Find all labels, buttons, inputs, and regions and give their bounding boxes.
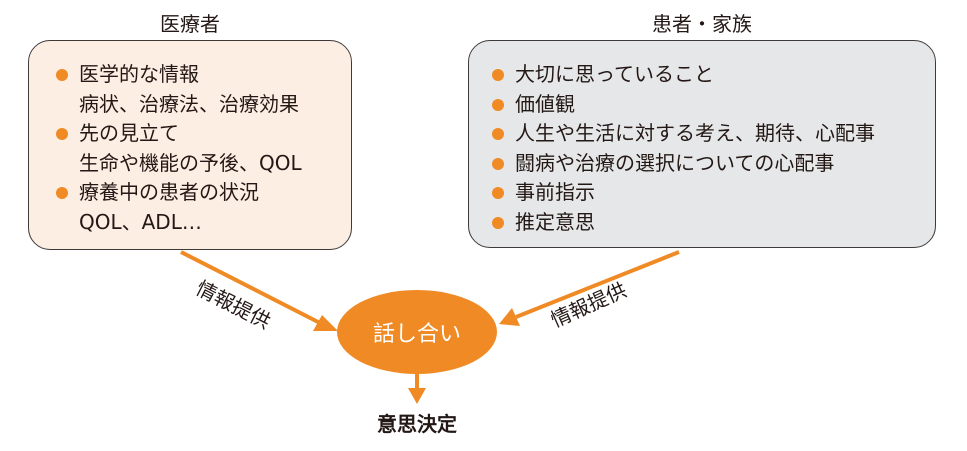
bullet-dot-icon [492,216,504,229]
arrowhead-icon [499,308,520,326]
patient-family-heading: 患者・家族 [652,12,752,36]
list-item: 先の見立て 生命や機能の予後、QOL [55,119,302,178]
discussion-label: 話し合い [372,322,461,347]
medical-staff-list: 医学的な情報 病状、治療法、治療効果 先の見立て 生命や機能の予後、QOL 療養… [55,60,302,237]
bullet-dot-icon [492,187,504,199]
arrowhead-icon [408,388,426,404]
patient-family-box: 大切に思っていること 価値観 人生や生活に対する考え、期待、心配事 闘病や治療の… [468,40,936,248]
decision-label: 意思決定 [377,412,457,436]
list-item: 医学的な情報 病状、治療法、治療効果 [55,60,302,119]
bullet-dot-icon [492,69,504,81]
item-text: 人生や生活に対する考え、期待、心配事 [515,121,875,145]
arrowhead-icon [313,315,338,331]
medical-staff-heading: 医療者 [160,12,220,36]
discussion-node: 話し合い [337,290,497,374]
list-item: 推定意思 [491,208,875,238]
patient-family-list: 大切に思っていること 価値観 人生や生活に対する考え、期待、心配事 闘病や治療の… [491,60,875,237]
item-subtext: 生命や機能の予後、QOL [79,150,302,175]
item-text: 闘病や治療の選択についての心配事 [515,150,835,175]
item-subtext: 病状、治療法、治療効果 [79,91,299,116]
down-arrow [408,372,426,404]
item-text: 事前指示 [515,180,595,204]
list-item: 大切に思っていること [491,60,875,90]
item-text: 大切に思っていること [515,62,714,86]
item-text: 医学的な情報 [79,62,199,86]
list-item: 事前指示 [491,178,875,208]
medical-staff-box: 医学的な情報 病状、治療法、治療効果 先の見立て 生命や機能の予後、QOL 療養… [28,40,352,250]
list-item: 療養中の患者の状況 QOL、ADL… [55,178,302,237]
bullet-dot-icon [56,187,68,199]
bullet-dot-icon [492,98,504,111]
list-item: 闘病や治療の選択についての心配事 [491,149,875,179]
left-arrow [180,250,338,331]
bullet-dot-icon [56,69,68,81]
list-item: 人生や生活に対する考え、期待、心配事 [491,119,875,149]
right-arrow [499,250,680,326]
list-item: 価値観 [491,90,875,120]
bullet-dot-icon [492,157,504,170]
bullet-dot-icon [56,128,68,140]
item-text: 推定意思 [515,209,595,234]
item-text: 先の見立て [79,121,179,145]
bullet-dot-icon [492,128,504,140]
item-subtext: QOL、ADL… [79,209,202,234]
item-text: 療養中の患者の状況 [79,180,259,204]
item-text: 価値観 [515,91,575,116]
